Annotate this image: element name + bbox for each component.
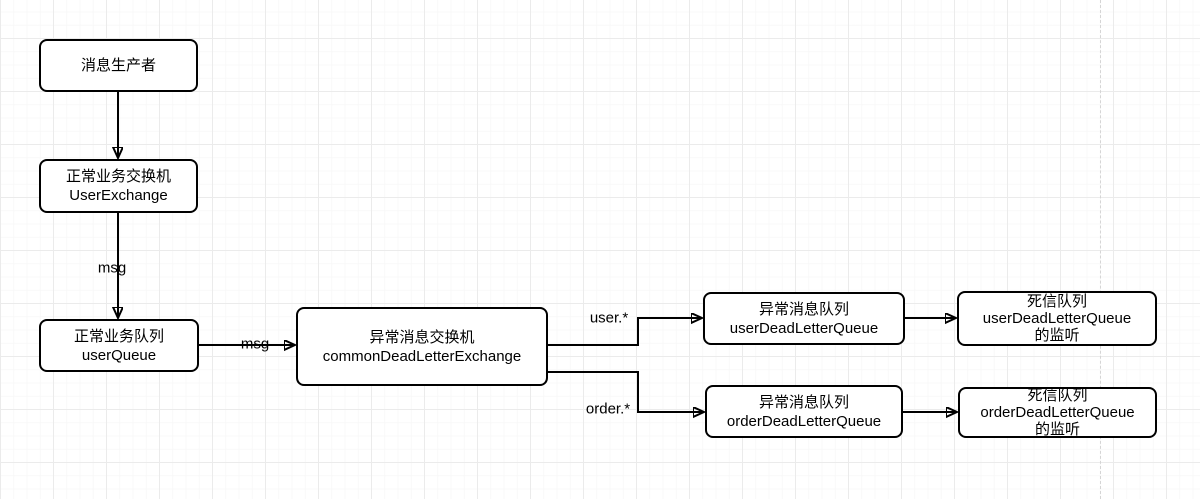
node-label-en: orderDeadLetterQueue — [980, 404, 1135, 421]
node-message-producer: 消息生产者 — [39, 39, 198, 92]
edge-label-msg-vertical: msg — [97, 259, 127, 277]
node-label-en: orderDeadLetterQueue — [726, 412, 882, 430]
node-label-zh: 正常业务交换机 — [65, 168, 171, 185]
node-label-zh: 死信队列 — [1026, 293, 1087, 310]
edge-label-user-routing-key: user.* — [589, 309, 629, 327]
node-label-zh: 正常业务队列 — [73, 327, 164, 345]
node-label-en: userDeadLetterQueue — [982, 310, 1132, 327]
node-label-zh: 异常消息交换机 — [369, 328, 475, 346]
node-label: 消息生产者 — [80, 57, 156, 74]
node-label-en: userDeadLetterQueue — [729, 319, 879, 337]
node-label-zh2: 的监听 — [1034, 421, 1080, 438]
connector-common-dlx-to-order-dlq — [548, 371, 703, 412]
node-user-exchange: 正常业务交换机 UserExchange — [39, 159, 198, 213]
node-order-dead-letter-queue: 异常消息队列 orderDeadLetterQueue — [705, 385, 903, 438]
connector-common-dlx-to-user-dlq — [548, 318, 701, 346]
node-label-en: UserExchange — [69, 187, 168, 204]
node-label-zh: 异常消息队列 — [758, 300, 849, 318]
node-label-zh: 异常消息队列 — [758, 393, 849, 411]
node-common-dead-letter-exchange: 异常消息交换机 commonDeadLetterExchange — [296, 307, 548, 386]
node-label-en: userQueue — [81, 346, 157, 364]
node-label-zh: 死信队列 — [1027, 387, 1088, 404]
node-user-dlq-listener: 死信队列 userDeadLetterQueue 的监听 — [957, 291, 1157, 346]
page-break-line — [1100, 0, 1101, 499]
node-order-dlq-listener: 死信队列 orderDeadLetterQueue 的监听 — [958, 387, 1157, 438]
node-label-zh2: 的监听 — [1034, 327, 1080, 344]
edge-label-msg-horizontal: msg — [240, 335, 270, 353]
edge-label-order-routing-key: order.* — [585, 400, 631, 418]
node-label-en: commonDeadLetterExchange — [322, 347, 522, 365]
node-user-dead-letter-queue: 异常消息队列 userDeadLetterQueue — [703, 292, 905, 345]
node-user-queue: 正常业务队列 userQueue — [39, 319, 199, 372]
